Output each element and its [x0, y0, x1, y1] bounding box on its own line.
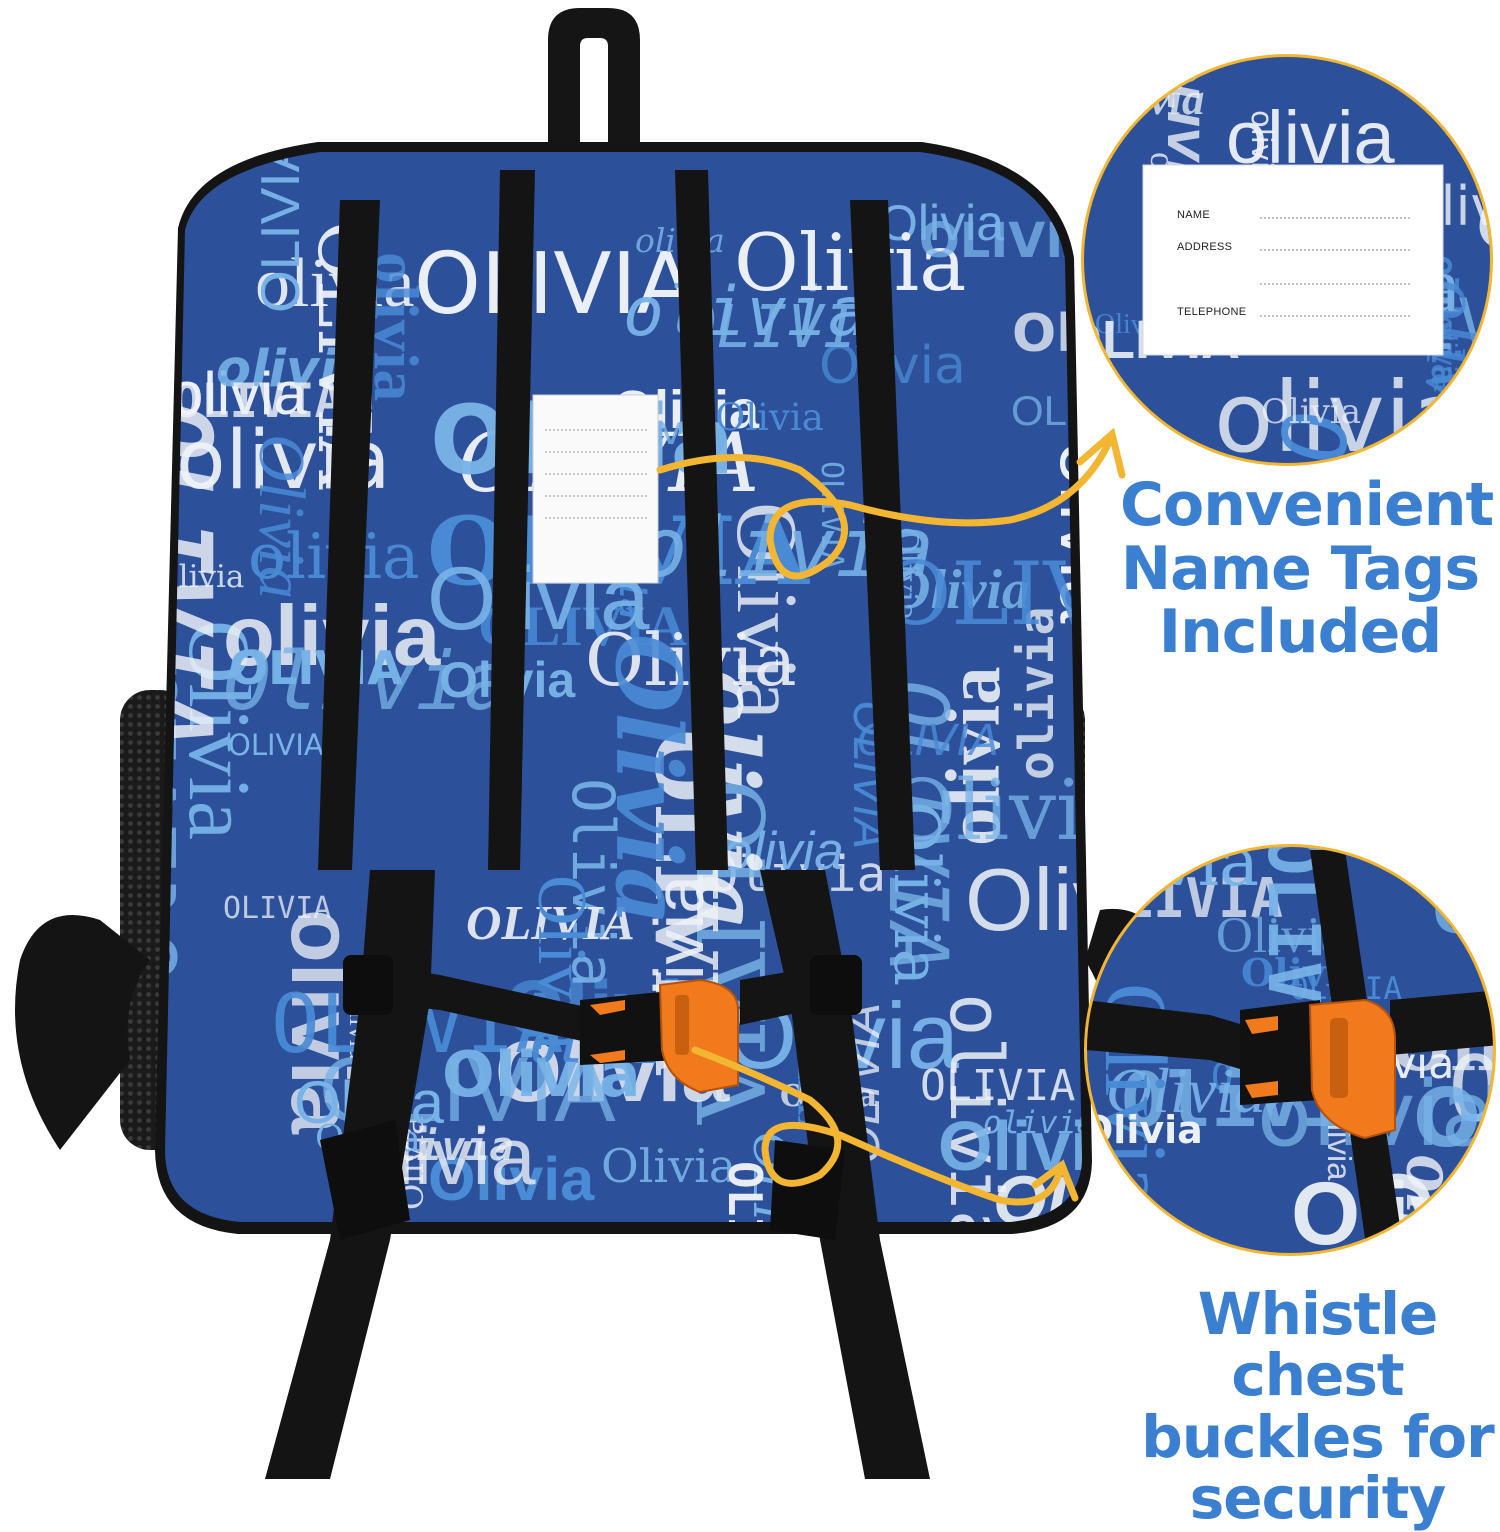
pattern-name-text: Olivia	[1081, 1108, 1203, 1152]
pattern-name-text: OLIVIA	[173, 374, 343, 429]
pattern-name-text: olivia	[930, 666, 1016, 846]
pattern-name-text: Olivia	[965, 850, 1185, 949]
caption-line: Included	[1158, 597, 1442, 668]
pattern-name-text: olivia	[170, 360, 307, 427]
pattern-name-text: Olivia	[223, 635, 512, 728]
pattern-name-text: olivia	[1062, 880, 1156, 1173]
caption-line: security	[1189, 1464, 1447, 1532]
pattern-name-text: Olivia	[595, 634, 701, 926]
pattern-name-text: Olivia	[559, 778, 627, 988]
pattern-name-text: Olivia	[734, 217, 966, 309]
pattern-name-text: olivia	[983, 1105, 1095, 1141]
curved-arrow-icon	[656, 427, 1126, 1206]
name-tags-caption: Convenient Name Tags Included	[1120, 470, 1494, 668]
pattern-name-text: Olivia	[601, 1139, 736, 1193]
pattern-name-text: Olivia	[1062, 823, 1259, 901]
pattern-name-text: olivia	[255, 245, 414, 322]
pattern-name-text: Olivia	[1261, 392, 1361, 432]
caption-line: Name Tags	[1120, 533, 1480, 604]
pattern-name-text: Olivia	[245, 434, 318, 599]
pattern-name-text: Olivia	[879, 195, 1004, 251]
caption-line: Convenient	[1120, 470, 1494, 540]
name-tag-callout: oliviaOliviaoliviaOliviaOliviaOliviaoliv…	[1081, 0, 1500, 466]
pattern-name-text: OLIVIA	[223, 891, 331, 926]
pattern-name-text: Olivia	[888, 762, 1132, 859]
pattern-name-text: Olivia	[1432, 872, 1500, 948]
caption-line: buckles for	[1141, 1402, 1494, 1471]
pattern-name-text: Olivia	[715, 396, 824, 439]
pattern-name-text: Olivia	[1448, 401, 1500, 441]
pattern-name-text: Olivia	[1483, 0, 1500, 59]
name-tag-icon	[532, 394, 659, 584]
pattern-name-text: OLIVIA	[880, 543, 1205, 645]
tag-field-address: ADDRESS	[1177, 241, 1233, 253]
pattern-name-text: OLIVIA	[466, 895, 635, 950]
pattern-name-text: OLIVIA	[1479, 877, 1500, 975]
pattern-name-text: olivia	[623, 273, 869, 352]
pattern-name-text: OLIVIA	[1324, 26, 1425, 59]
pattern-name-text: OLIVIA	[249, 135, 311, 313]
tag-field-name: NAME	[1177, 209, 1210, 221]
pattern-name-text: olivia	[1009, 607, 1065, 780]
whistle-caption: Whistle chest buckles for security	[1115, 1280, 1500, 1532]
pattern-name-text: Olivia	[1099, 791, 1235, 851]
pattern-name-text: Olivia	[890, 559, 1030, 621]
pattern-name-text: Olivia	[1401, 782, 1500, 876]
whistle-buckle-icon	[580, 978, 739, 1094]
back-straps	[318, 170, 915, 870]
pattern-name-text: OLIVIA	[920, 1061, 1075, 1111]
pattern-name-text: OLIVIA	[414, 235, 695, 334]
top-handle	[548, 8, 640, 160]
pattern-name-text: OLIVIA	[228, 728, 324, 762]
pattern-name-text: Olivia	[170, 620, 267, 840]
tag-field-telephone: TELEPHONE	[1177, 306, 1247, 318]
pattern-name-text: olivia	[160, 559, 244, 595]
pattern-name-text: OLIVIA	[1011, 387, 1146, 434]
pattern-name-text: OLIVIA	[718, 1161, 772, 1327]
caption-line: Whistle chest	[1197, 1280, 1439, 1410]
pattern-name-text: Olivia	[428, 1145, 595, 1213]
chest-strap	[343, 955, 862, 1045]
pattern-name-text: OLIVIA	[229, 641, 403, 695]
tag-card	[1142, 164, 1444, 356]
product-scene: OLIVIAOliviaOliviaOliviaOliviaOliviaOliv…	[15, 0, 1500, 1479]
